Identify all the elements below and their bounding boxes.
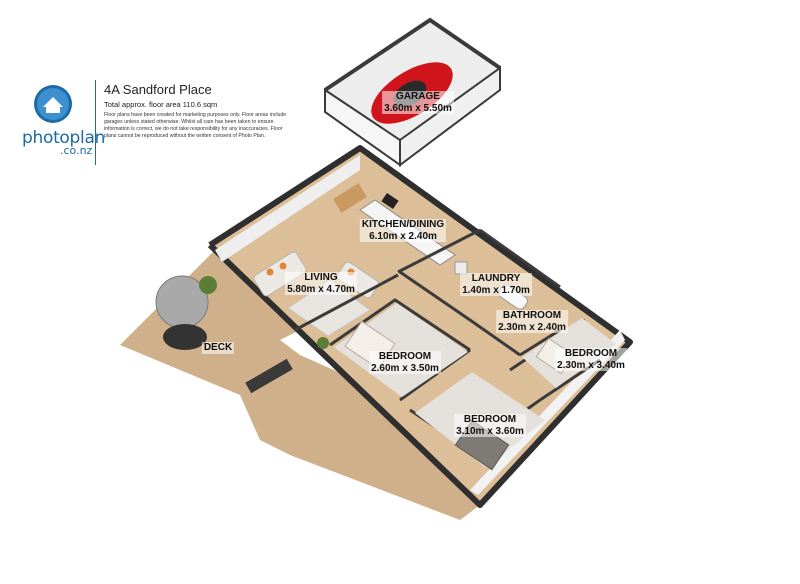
garage-outer-wall — [323, 17, 502, 92]
room-label-deck: DECK — [201, 342, 235, 354]
garage-wall-right — [399, 66, 501, 167]
interior-walls — [294, 228, 601, 452]
wall-face-right — [470, 330, 625, 495]
dining-table — [333, 183, 367, 213]
deck-floor — [120, 250, 480, 520]
header-divider — [95, 80, 96, 165]
disclaimer: Floor plans have been created for market… — [104, 112, 287, 140]
floor-area: Total approx. floor area 110.6 sqm — [104, 100, 218, 109]
plant — [199, 276, 217, 294]
cushion — [279, 262, 287, 270]
plant — [317, 337, 329, 349]
house-globe-icon — [34, 85, 72, 123]
sun-lounger — [245, 358, 293, 394]
outer-wall — [207, 145, 633, 508]
wall-face-left — [215, 155, 360, 262]
property-title: 4A Sandford Place — [104, 82, 212, 97]
brand-name: photoplan — [22, 128, 106, 148]
patio-table — [163, 324, 207, 350]
brand-domain: .co.nz — [60, 144, 93, 157]
cushion — [266, 268, 274, 276]
cooktop — [381, 192, 399, 210]
